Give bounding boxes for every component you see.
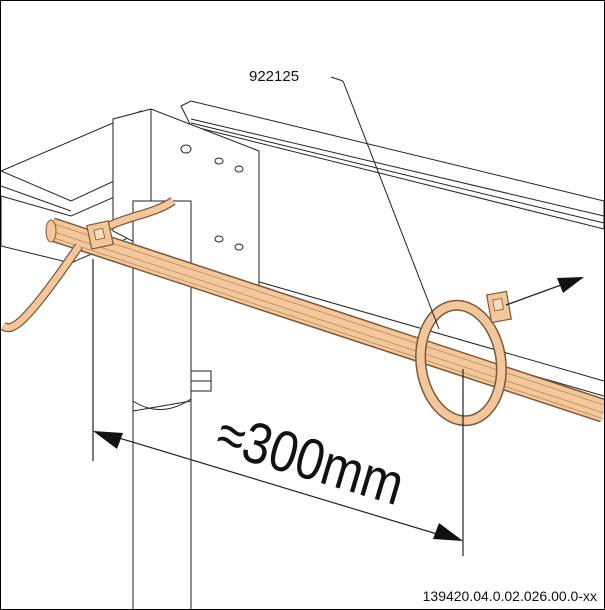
dimension-arrow-left <box>93 431 123 449</box>
cable-tie-right <box>415 290 512 427</box>
part-number-label: 922125 <box>249 68 299 85</box>
dimension-indicator <box>92 259 464 556</box>
document-id: 139420.04.0.02.026.00.0-xx <box>423 588 597 604</box>
cable-tie-left <box>1 197 176 333</box>
part-callout: 922125 <box>249 68 440 330</box>
dimension-arrow-right <box>433 523 463 541</box>
frame-structure <box>1 100 604 609</box>
pull-direction-arrow <box>505 277 584 306</box>
cable-bundle <box>45 217 604 423</box>
dimension-label: ≈300mm <box>209 401 411 517</box>
